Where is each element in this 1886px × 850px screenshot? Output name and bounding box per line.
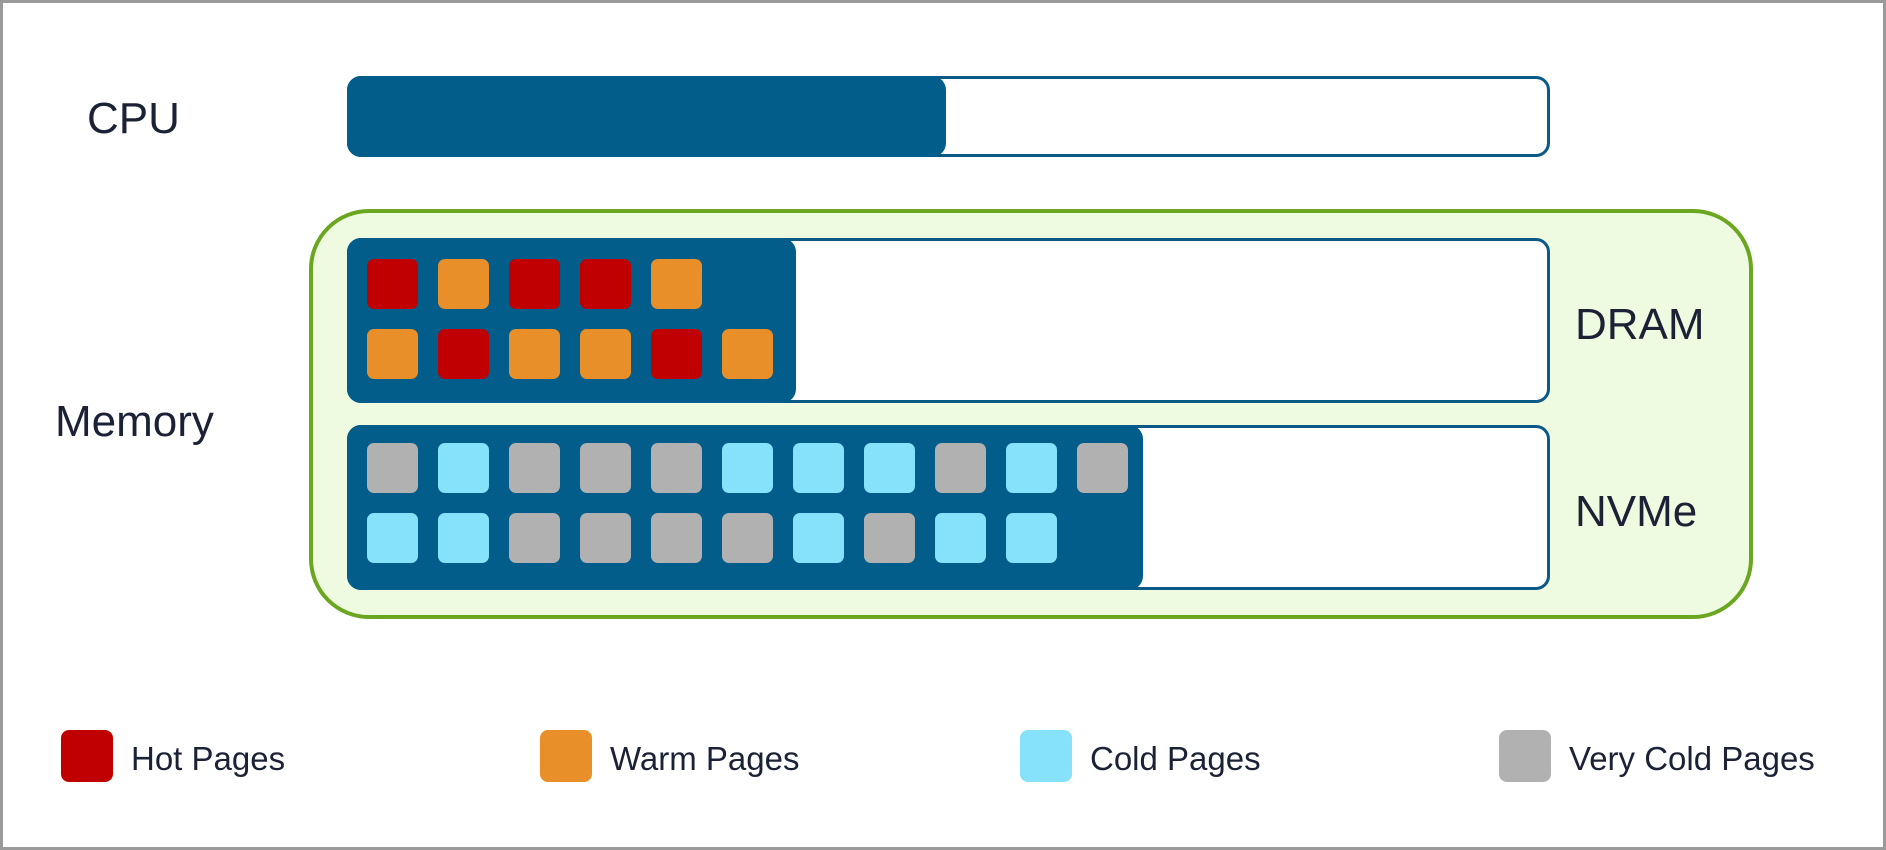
nvme-page-very-cold <box>580 513 631 563</box>
nvme-page-very-cold <box>935 443 986 493</box>
cpu-bar <box>347 76 1550 157</box>
memory-label: Memory <box>55 397 214 446</box>
nvme-page-cold <box>367 513 418 563</box>
cpu-utilization-fill <box>347 76 946 157</box>
nvme-page-very-cold <box>1077 443 1128 493</box>
nvme-page-cold <box>793 443 844 493</box>
nvme-page-very-cold <box>509 513 560 563</box>
dram-page-warm <box>651 259 702 309</box>
legend-swatch-cold <box>1020 730 1072 782</box>
legend-swatch-warm <box>540 730 592 782</box>
nvme-page-very-cold <box>722 513 773 563</box>
legend-label-very-cold: Very Cold Pages <box>1569 740 1815 777</box>
dram-page-hot <box>438 329 489 379</box>
nvme-page-cold <box>935 513 986 563</box>
dram-fill <box>347 238 796 403</box>
nvme-page-cold <box>864 443 915 493</box>
nvme-page-cold <box>722 443 773 493</box>
nvme-page-cold <box>438 443 489 493</box>
nvme-page-cold <box>1006 513 1057 563</box>
nvme-label: NVMe <box>1575 487 1698 536</box>
nvme-page-very-cold <box>651 443 702 493</box>
dram-page-warm <box>722 329 773 379</box>
dram-page-warm <box>438 259 489 309</box>
nvme-page-very-cold <box>651 513 702 563</box>
nvme-page-cold <box>438 513 489 563</box>
dram-page-warm <box>509 329 560 379</box>
legend-label-warm: Warm Pages <box>610 740 800 777</box>
nvme-page-cold <box>1006 443 1057 493</box>
dram-label: DRAM <box>1575 300 1705 349</box>
dram-page-hot <box>509 259 560 309</box>
legend-label-cold: Cold Pages <box>1090 740 1261 777</box>
nvme-page-very-cold <box>580 443 631 493</box>
dram-page-hot <box>580 259 631 309</box>
legend-swatch-hot <box>61 730 113 782</box>
nvme-page-very-cold <box>367 443 418 493</box>
nvme-page-very-cold <box>509 443 560 493</box>
nvme-page-cold <box>793 513 844 563</box>
legend-label-hot: Hot Pages <box>131 740 286 777</box>
dram-page-hot <box>651 329 702 379</box>
cpu-label: CPU <box>87 94 180 143</box>
legend-swatch-very-cold <box>1499 730 1551 782</box>
dram-page-hot <box>367 259 418 309</box>
dram-page-warm <box>367 329 418 379</box>
dram-page-warm <box>580 329 631 379</box>
nvme-page-very-cold <box>864 513 915 563</box>
